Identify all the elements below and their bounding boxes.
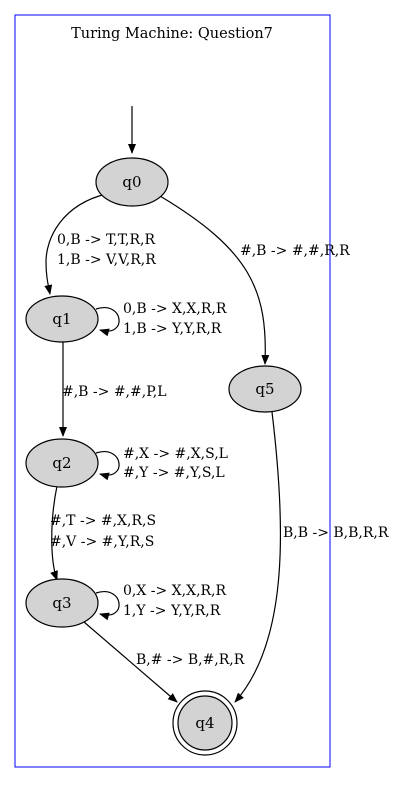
state-q4-label: q4 <box>195 714 214 732</box>
transition-label: #,T -> #,X,R,S <box>50 513 156 529</box>
transition-label: 0,X -> X,X,R,R <box>123 583 227 599</box>
transition-label: #,Y -> #,Y,S,L <box>123 465 225 481</box>
transition-label: 0,B -> T,T,R,R <box>57 232 155 248</box>
state-q3: q3 <box>25 578 99 628</box>
label-q2-q2: #,X -> #,X,S,L #,Y -> #,Y,S,L <box>123 446 228 481</box>
edge-q2-q2 <box>95 451 120 481</box>
transition-label: #,B -> #,#,R,R <box>240 243 350 259</box>
transition-label: 1,B -> Y,Y,R,R <box>123 321 222 337</box>
state-q0: q0 <box>95 157 169 207</box>
state-q1-label: q1 <box>52 310 71 328</box>
label-q1-q2: #,B -> #,#,P,L <box>62 384 167 400</box>
label-q2-q3: #,T -> #,X,R,S #,V -> #,Y,R,S <box>50 513 156 550</box>
label-q3-q3: 0,X -> X,X,R,R 1,Y -> Y,Y,R,R <box>123 583 227 619</box>
state-q5: q5 <box>228 365 302 413</box>
state-q0-label: q0 <box>122 173 141 191</box>
edge-q2-q3 <box>50 485 58 581</box>
label-q3-q4: B,# -> B,#,R,R <box>136 652 245 668</box>
edge-q1-q1 <box>95 307 120 337</box>
transition-label: B,B -> B,B,R,R <box>283 525 389 541</box>
transition-label: #,B -> #,#,P,L <box>62 384 167 400</box>
state-q4-accept: q4 <box>172 690 238 756</box>
transition-label: 0,B -> X,X,R,R <box>123 301 227 317</box>
edge-q0-q1 <box>44 193 107 295</box>
transition-label: 1,Y -> Y,Y,R,R <box>123 603 221 619</box>
state-q1: q1 <box>25 295 99 343</box>
edge-q3-q3 <box>95 591 120 621</box>
diagram-title: Turing Machine: Question7 <box>71 26 273 42</box>
transition-label: #,V -> #,Y,R,S <box>50 534 154 550</box>
edge-q3-q4 <box>83 621 178 703</box>
label-q5-q4: B,B -> B,B,R,R <box>283 525 389 541</box>
state-q5-label: q5 <box>255 380 274 398</box>
edge-q0-q5 <box>159 195 270 365</box>
transition-label: B,# -> B,#,R,R <box>136 652 245 668</box>
label-q0-q5: #,B -> #,#,R,R <box>240 243 350 259</box>
edge-q5-q4 <box>234 411 282 703</box>
transition-label: #,X -> #,X,S,L <box>123 446 228 462</box>
transition-label: 1,B -> V,V,R,R <box>57 252 156 268</box>
label-q1-q1: 0,B -> X,X,R,R 1,B -> Y,Y,R,R <box>123 301 227 337</box>
state-q2-label: q2 <box>52 454 71 472</box>
cluster-frame <box>14 14 331 768</box>
label-q0-q1: 0,B -> T,T,R,R 1,B -> V,V,R,R <box>57 232 156 268</box>
state-q3-label: q3 <box>52 594 71 612</box>
state-q2: q2 <box>25 438 99 488</box>
